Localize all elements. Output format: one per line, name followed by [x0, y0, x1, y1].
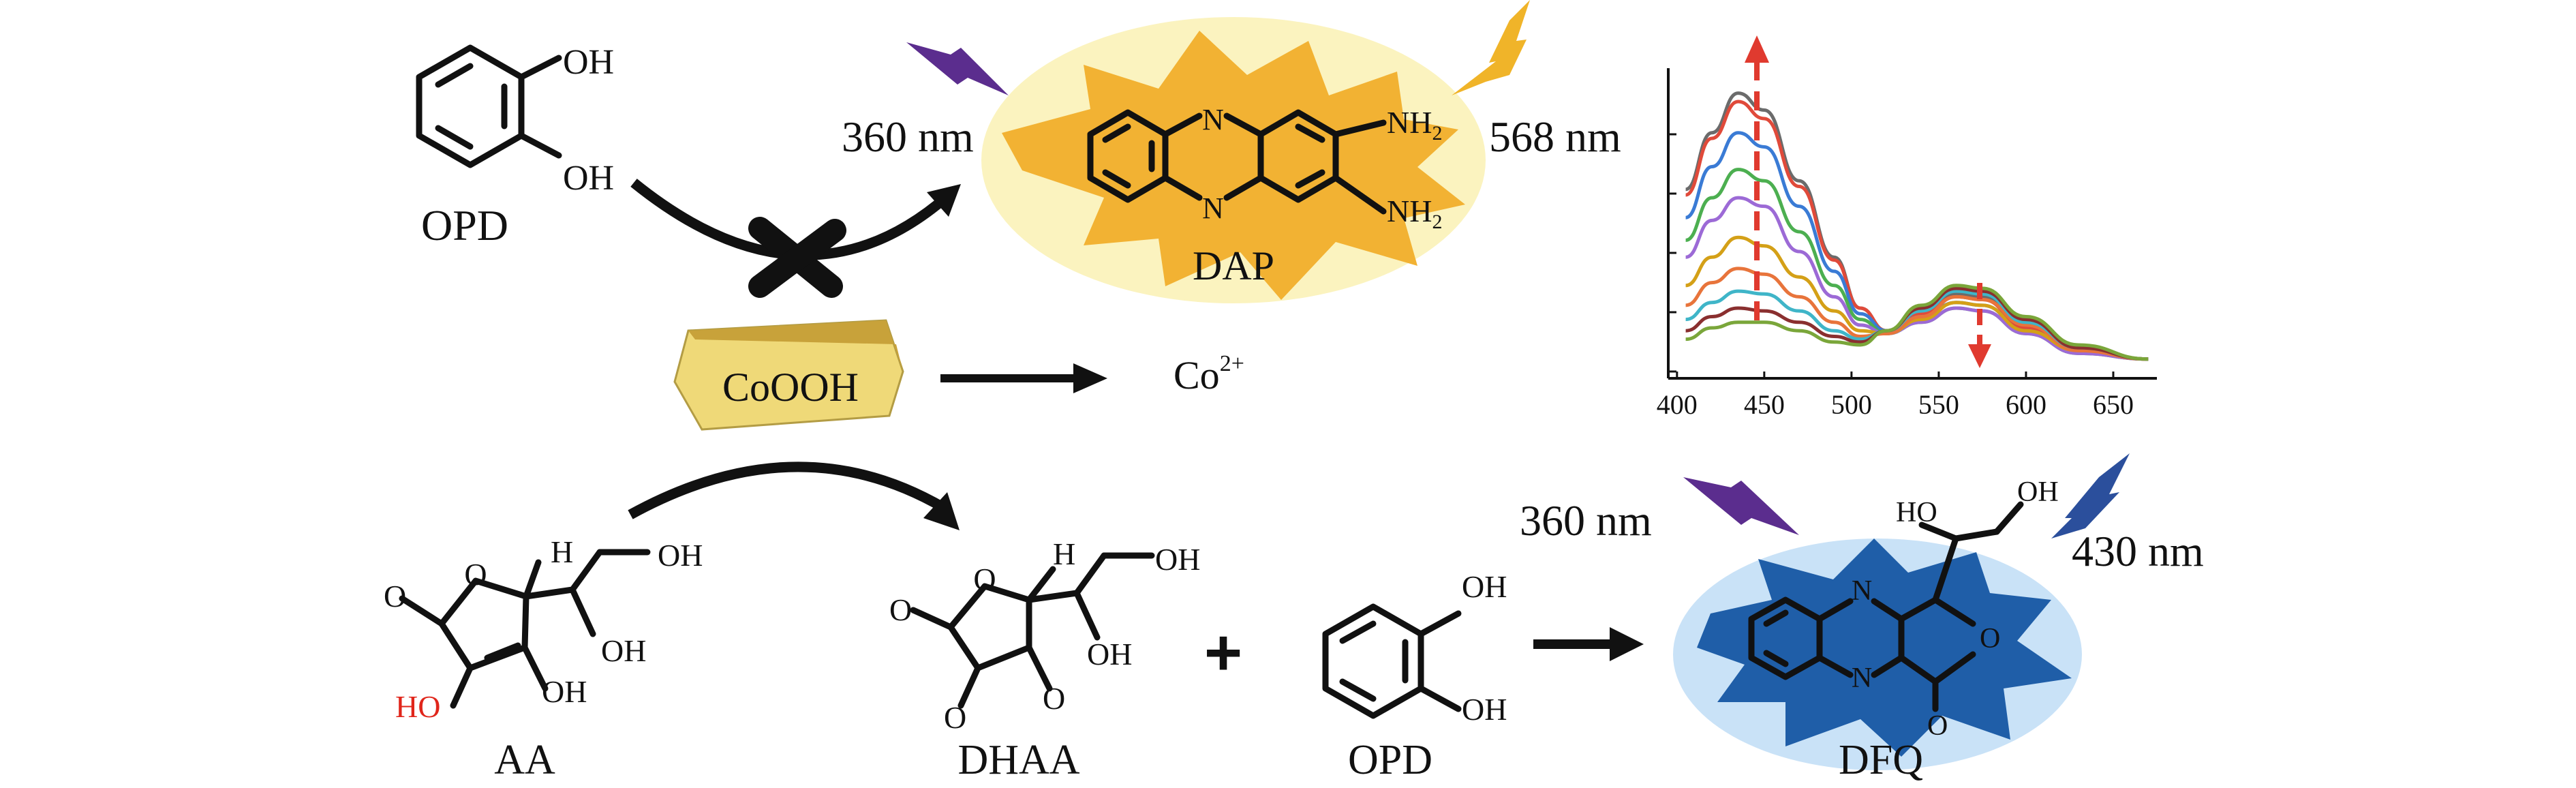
o-atom-label: O [973, 562, 996, 596]
blocked-cross-icon [748, 217, 846, 298]
n-atom-label: N [1202, 192, 1224, 225]
spectrum-chart: 400 450 500 550 600 650 [1657, 35, 2157, 420]
n-atom-label: N [1202, 103, 1224, 136]
o-atom-label: O [384, 579, 406, 613]
co-superscript: 2+ [1220, 351, 1244, 376]
o-atom-label: O [889, 592, 912, 627]
co-ion-label: Co2+ [1174, 351, 1244, 397]
x-tick-label: 550 [1918, 389, 1959, 420]
co-text: Co [1174, 353, 1220, 397]
o-atom-label: O [1980, 623, 2000, 654]
x-tick-label: 500 [1831, 389, 1872, 420]
arrowhead-icon [927, 184, 961, 217]
x-tick-label: 400 [1657, 389, 1698, 420]
trend-arrowhead-down-icon [1968, 344, 1991, 368]
emission-top-label: 568 nm [1489, 112, 1621, 161]
plus-sign: + [1204, 616, 1242, 689]
x-tick-label: 650 [2093, 389, 2134, 420]
dhaa-label: DHAA [957, 737, 1079, 783]
oh-label: OH [601, 633, 646, 668]
oh-label: OH [1087, 637, 1132, 671]
h-atom-label: H [1053, 536, 1075, 571]
dfq-glow [1673, 539, 2082, 770]
opd-bottom-molecule: OH OH OPD [1322, 569, 1507, 783]
cooh-particle: CoOOH [673, 319, 904, 431]
dfq-label: DFQ [1839, 737, 1923, 783]
spectrum-series-line [1685, 100, 2149, 361]
ho-red-label: HO [395, 689, 440, 724]
dhaa-molecule: O O O O H OH OH DHAA [889, 536, 1200, 783]
lightning-purple-icon [1683, 477, 1799, 535]
x-tick-label: 600 [2006, 389, 2046, 420]
spectrum-series-line [1685, 267, 2149, 361]
aa-label: AA [494, 737, 555, 783]
lightning-gold-icon [1452, 0, 1530, 95]
nh2-subscript: 2 [1432, 211, 1442, 233]
dap-glow [981, 17, 1486, 303]
oh-label: OH [1155, 542, 1200, 577]
oh-label: OH [563, 43, 614, 82]
dap-label: DAP [1193, 243, 1274, 288]
arrowhead-icon [923, 492, 960, 530]
aa-molecule: O O H OH OH OH HO AA [384, 534, 703, 783]
trend-arrowhead-up-icon [1745, 35, 1769, 63]
o-atom-label: O [1043, 681, 1065, 716]
opd-bottom-label: OPD [1348, 737, 1432, 783]
oh-label: OH [658, 538, 703, 573]
excitation-bottom-label: 360 nm [1520, 496, 1652, 545]
spectrum-series-line [1685, 284, 2149, 361]
x-ticks: 400 450 500 550 600 650 [1657, 372, 2134, 420]
opd-top-label: OPD [421, 201, 508, 249]
ho-label: HO [1896, 497, 1937, 528]
aa-to-dhaa-arrow [628, 461, 947, 519]
x-tick-label: 450 [1744, 389, 1785, 420]
opd-top-molecule: OH OH OPD [416, 43, 614, 249]
nh2-label: NH2 [1387, 105, 1442, 145]
oh-label: OH [2017, 476, 2059, 508]
dap-molecule: N N NH2 NH2 DAP [1087, 103, 1442, 288]
o-atom-label: O [464, 557, 487, 592]
oh-label: OH [1462, 692, 1507, 727]
o-atom-label: O [1927, 710, 1948, 742]
series-lines [1685, 91, 2149, 361]
cooh-label: CoOOH [722, 365, 859, 410]
nh2-label: NH2 [1387, 194, 1442, 233]
arrowhead-icon [1073, 363, 1107, 393]
nh2-text: NH [1387, 194, 1432, 228]
lightning-purple-icon [906, 42, 1009, 95]
n-atom-label: N [1852, 663, 1872, 694]
excitation-top-label: 360 nm [842, 112, 974, 161]
dfq-molecule: N N O O HO OH DFQ [1748, 476, 2059, 783]
y-ticks [1668, 133, 1676, 373]
n-atom-label: N [1852, 575, 1872, 607]
emission-bottom-label: 430 nm [2072, 527, 2204, 575]
oh-label: OH [563, 159, 614, 198]
h-atom-label: H [551, 534, 573, 569]
nh2-text: NH [1387, 105, 1432, 140]
nh2-subscript: 2 [1432, 122, 1442, 145]
arrowhead-icon [1610, 627, 1644, 661]
oh-label: OH [1462, 569, 1507, 604]
spectrum-series-line [1685, 196, 2149, 361]
lightning-blue-icon [2051, 453, 2130, 539]
oh-label: OH [542, 674, 587, 709]
o-atom-label: O [944, 700, 966, 735]
